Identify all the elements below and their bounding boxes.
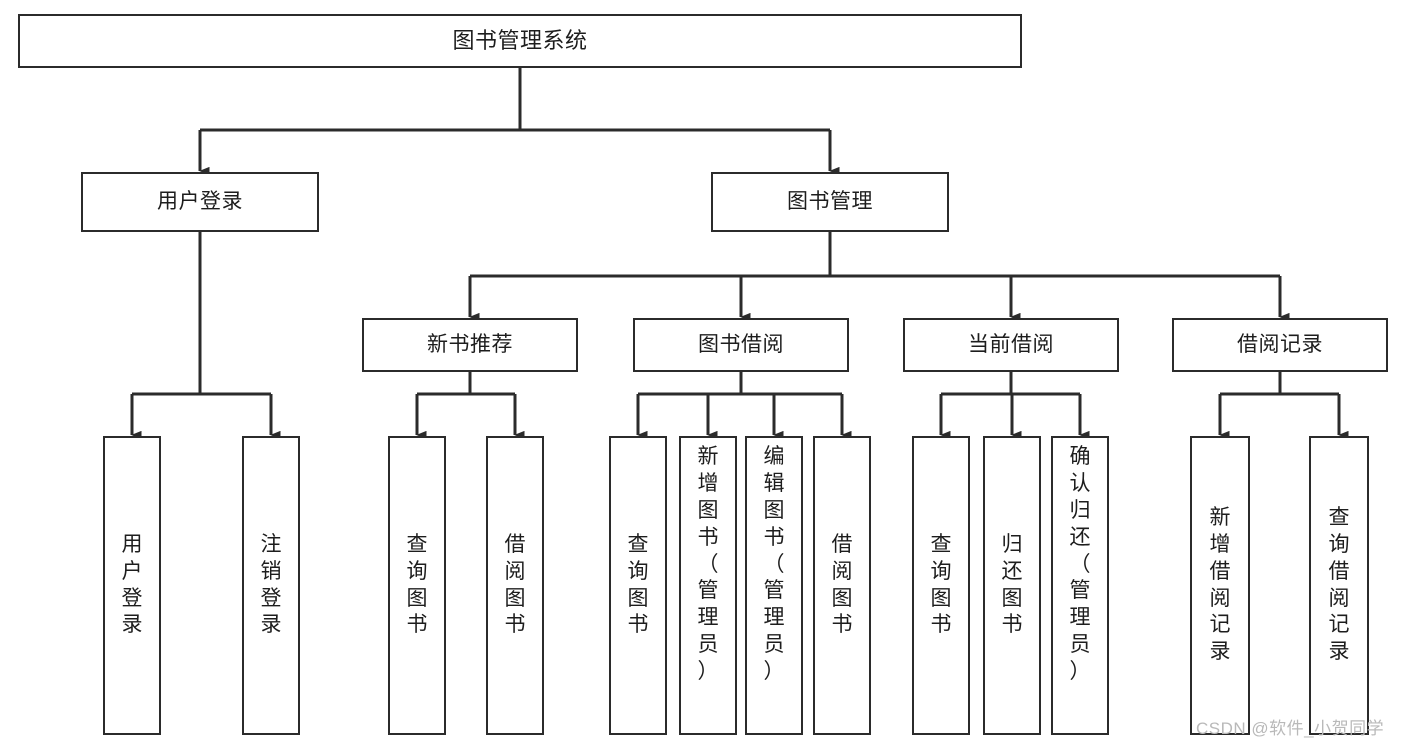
node-label-leaf-bb-add: 新 增 图 书 （ 管 理 员 ） [697, 445, 719, 683]
node-leaf-cb-return[interactable]: 归 还 图 书 [983, 436, 1041, 735]
node-label-leaf-cb-query: 查 询 图 书 [930, 532, 952, 637]
node-label-leaf-rec-query: 查 询 图 书 [406, 532, 428, 637]
node-current-borrow[interactable]: 当前借阅 [903, 318, 1119, 372]
node-label-leaf-cb-return: 归 还 图 书 [1001, 532, 1023, 637]
node-book-borrow[interactable]: 图书借阅 [633, 318, 849, 372]
node-label-leaf-bb-query: 查 询 图 书 [627, 532, 649, 637]
node-label-leaf-bb-borrow: 借 阅 图 书 [831, 532, 853, 637]
node-label-borrow-record: 借阅记录 [1237, 333, 1323, 357]
node-leaf-user-logout[interactable]: 注 销 登 录 [242, 436, 300, 735]
node-label-root: 图书管理系统 [452, 27, 588, 53]
node-root[interactable]: 图书管理系统 [18, 14, 1022, 68]
node-label-book-manage: 图书管理 [787, 190, 873, 214]
node-leaf-cb-query[interactable]: 查 询 图 书 [912, 436, 970, 735]
node-label-new-book-rec: 新书推荐 [427, 333, 513, 357]
node-leaf-rec-borrow[interactable]: 借 阅 图 书 [486, 436, 544, 735]
node-leaf-bb-add[interactable]: 新 增 图 书 （ 管 理 员 ） [679, 436, 737, 735]
node-leaf-rec-query[interactable]: 查 询 图 书 [388, 436, 446, 735]
node-user-login[interactable]: 用户登录 [81, 172, 319, 232]
node-label-leaf-br-query: 查 询 借 阅 记 录 [1328, 505, 1350, 664]
node-label-leaf-rec-borrow: 借 阅 图 书 [504, 532, 526, 637]
node-borrow-record[interactable]: 借阅记录 [1172, 318, 1388, 372]
node-leaf-br-query[interactable]: 查 询 借 阅 记 录 [1309, 436, 1369, 735]
node-label-leaf-user-login: 用 户 登 录 [121, 532, 143, 637]
node-new-book-rec[interactable]: 新书推荐 [362, 318, 578, 372]
node-leaf-user-login[interactable]: 用 户 登 录 [103, 436, 161, 735]
node-label-book-borrow: 图书借阅 [698, 333, 784, 357]
node-leaf-bb-query[interactable]: 查 询 图 书 [609, 436, 667, 735]
node-label-user-login: 用户登录 [157, 190, 243, 214]
node-label-leaf-br-add: 新 增 借 阅 记 录 [1209, 505, 1231, 664]
node-label-leaf-user-logout: 注 销 登 录 [260, 532, 282, 637]
node-book-manage[interactable]: 图书管理 [711, 172, 949, 232]
node-leaf-bb-borrow[interactable]: 借 阅 图 书 [813, 436, 871, 735]
node-leaf-cb-confirm[interactable]: 确 认 归 还 （ 管 理 员 ） [1051, 436, 1109, 735]
watermark-text: CSDN @软件_小贺同学 [1196, 719, 1385, 738]
node-label-leaf-bb-edit: 编 辑 图 书 （ 管 理 员 ） [763, 445, 785, 683]
node-label-current-borrow: 当前借阅 [968, 333, 1054, 357]
node-label-leaf-cb-confirm: 确 认 归 还 （ 管 理 员 ） [1069, 445, 1091, 683]
node-leaf-br-add[interactable]: 新 增 借 阅 记 录 [1190, 436, 1250, 735]
node-leaf-bb-edit[interactable]: 编 辑 图 书 （ 管 理 员 ） [745, 436, 803, 735]
